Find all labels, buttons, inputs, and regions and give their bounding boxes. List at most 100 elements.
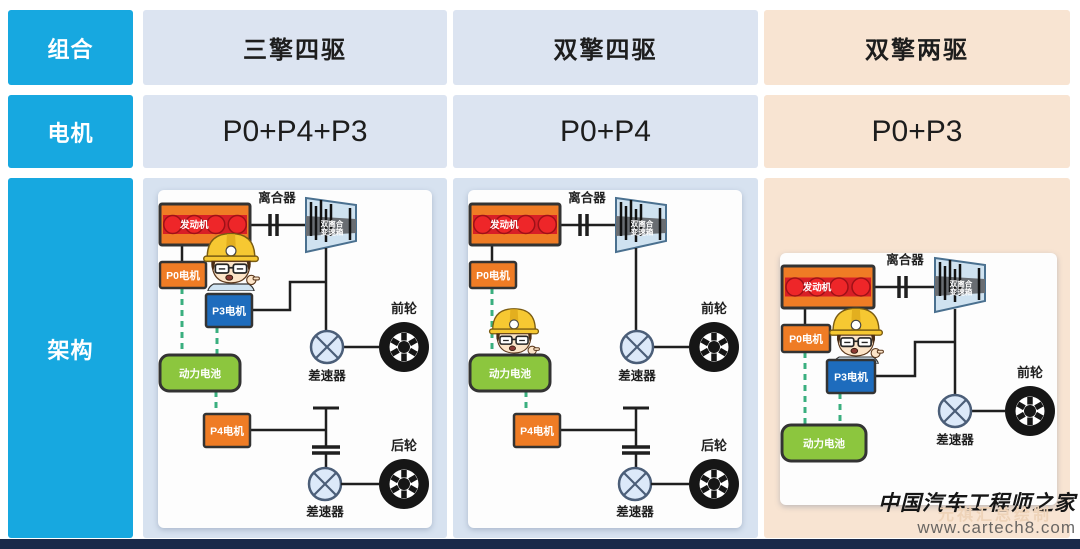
motor-config-label: P0+P4 bbox=[560, 114, 651, 148]
glasses bbox=[499, 335, 529, 345]
column-header-dual-motor-4wd: 双擎四驱 bbox=[453, 10, 758, 85]
svg-text:双离合: 双离合 bbox=[631, 218, 654, 228]
svg-text:离合器: 离合器 bbox=[886, 253, 924, 267]
p4-motor-box: P4电机 bbox=[202, 412, 252, 449]
svg-text:双离合: 双离合 bbox=[321, 218, 344, 228]
p3-motor-box: P3电机 bbox=[825, 358, 877, 395]
combo-label: 双擎四驱 bbox=[553, 37, 658, 64]
battery-box: 动力电池 bbox=[468, 353, 552, 393]
row-header-architecture: 架构 bbox=[8, 178, 133, 538]
svg-text:前轮: 前轮 bbox=[391, 301, 417, 316]
svg-text:P3电机: P3电机 bbox=[212, 304, 246, 317]
svg-text:P4电机: P4电机 bbox=[210, 424, 244, 437]
svg-text:P4电机: P4电机 bbox=[520, 424, 554, 437]
svg-text:差速器: 差速器 bbox=[615, 504, 654, 519]
p3-motor-box: P3电机 bbox=[204, 292, 254, 329]
motor-config-label: P0+P4+P3 bbox=[222, 114, 368, 148]
bottom-accent-bar bbox=[0, 539, 1080, 549]
column-header-dual-motor-2wd: 双擎两驱 bbox=[764, 10, 1070, 85]
clutch-symbol bbox=[560, 214, 616, 236]
helmet-lamp bbox=[850, 319, 862, 331]
svg-text:变速箱: 变速箱 bbox=[950, 286, 973, 296]
combo-label: 三擎四驱 bbox=[243, 37, 347, 64]
p0-motor-box: P0电机 bbox=[158, 260, 208, 290]
column-header-three-motor-4wd: 三擎四驱 bbox=[143, 10, 447, 85]
svg-text:变速箱: 变速箱 bbox=[631, 226, 654, 236]
engineer-mascot bbox=[828, 307, 884, 364]
row-header-combo: 组合 bbox=[8, 10, 133, 85]
p0-motor-box: P0电机 bbox=[780, 323, 832, 354]
clutch-symbol bbox=[874, 276, 935, 298]
driveline-front bbox=[252, 248, 379, 349]
svg-text:发动机: 发动机 bbox=[179, 219, 209, 231]
svg-text:差速器: 差速器 bbox=[617, 368, 656, 383]
differential-symbol bbox=[307, 466, 343, 502]
motor-config-dual-motor-4wd: P0+P4 bbox=[453, 95, 758, 168]
differential-symbol bbox=[937, 393, 973, 429]
wheel-icon bbox=[689, 322, 739, 372]
svg-text:P0电机: P0电机 bbox=[476, 269, 510, 282]
motor-config-label: P0+P3 bbox=[871, 114, 963, 148]
driveline-front bbox=[875, 309, 1005, 413]
motor-config-three-motor-4wd: P0+P4+P3 bbox=[143, 95, 447, 168]
svg-text:离合器: 离合器 bbox=[258, 190, 296, 205]
svg-text:双离合: 双离合 bbox=[950, 278, 973, 288]
mouth bbox=[225, 274, 234, 281]
differential-symbol bbox=[619, 329, 655, 365]
svg-text:后轮: 后轮 bbox=[701, 438, 727, 453]
wheel-icon bbox=[379, 322, 429, 372]
wheel-icon bbox=[379, 459, 429, 509]
mascot-body bbox=[207, 283, 255, 291]
row-header-combo-label: 组合 bbox=[47, 36, 94, 62]
svg-text:差速器: 差速器 bbox=[935, 432, 974, 447]
differential-symbol bbox=[309, 329, 345, 365]
svg-text:离合器: 离合器 bbox=[568, 190, 606, 205]
rear-axle-gear bbox=[312, 406, 340, 469]
p3-connector bbox=[252, 280, 326, 312]
driveline-front bbox=[634, 248, 689, 349]
mouth bbox=[508, 345, 516, 352]
combo-label: 双擎两驱 bbox=[865, 37, 969, 64]
svg-text:差速器: 差速器 bbox=[307, 368, 346, 383]
engineer-mascot bbox=[203, 232, 260, 291]
svg-text:差速器: 差速器 bbox=[305, 504, 344, 519]
svg-text:P0电机: P0电机 bbox=[789, 332, 823, 345]
engine-block: 发动机 bbox=[468, 202, 562, 247]
wheel-icon bbox=[1005, 386, 1055, 436]
wheel-icon bbox=[689, 459, 739, 509]
svg-text:动力电池: 动力电池 bbox=[179, 367, 221, 380]
svg-text:前轮: 前轮 bbox=[701, 301, 727, 316]
motor-config-dual-motor-2wd: P0+P3 bbox=[764, 95, 1070, 168]
helmet-lamp bbox=[225, 245, 237, 257]
differential-symbol bbox=[617, 466, 653, 502]
p0-motor-box: P0电机 bbox=[468, 260, 518, 290]
svg-text:P0电机: P0电机 bbox=[166, 269, 200, 282]
clutch-symbol bbox=[250, 214, 306, 236]
rear-axle-gear bbox=[622, 406, 650, 469]
svg-text:变速箱: 变速箱 bbox=[321, 226, 344, 236]
svg-text:动力电池: 动力电池 bbox=[803, 437, 845, 450]
svg-text:P3电机: P3电机 bbox=[834, 370, 868, 383]
p3-connector bbox=[875, 340, 955, 378]
row-header-motor: 电机 bbox=[8, 95, 133, 168]
glasses bbox=[214, 263, 248, 274]
engine-block: 发动机 bbox=[780, 264, 876, 310]
engineer-mascot bbox=[488, 308, 540, 361]
svg-text:发动机: 发动机 bbox=[489, 219, 519, 231]
svg-text:前轮: 前轮 bbox=[1017, 365, 1043, 380]
svg-text:发动机: 发动机 bbox=[802, 282, 832, 294]
battery-box: 动力电池 bbox=[158, 353, 242, 393]
